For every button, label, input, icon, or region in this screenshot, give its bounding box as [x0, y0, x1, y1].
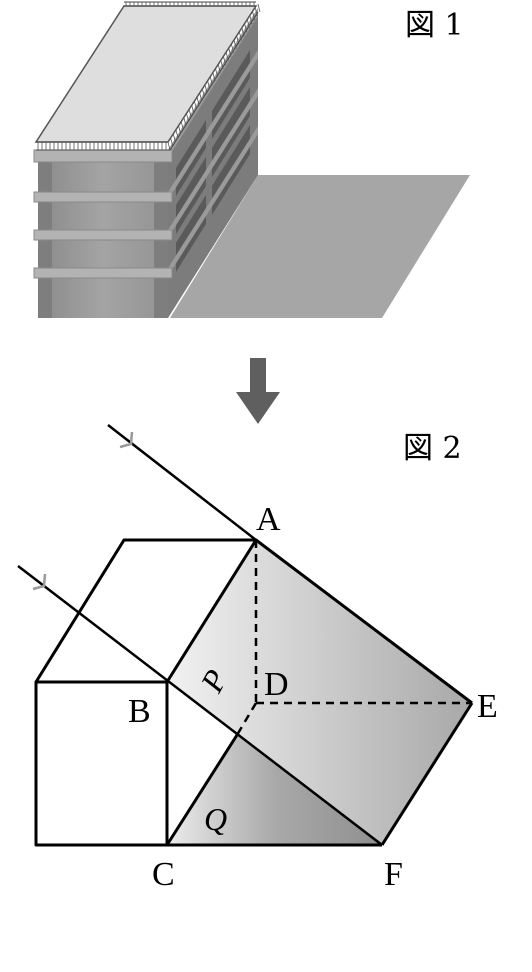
- figure2-label: 図 2: [403, 431, 462, 466]
- region-label-q: Q: [204, 801, 227, 837]
- sun-ray-b: [17, 565, 383, 846]
- region-p: [167, 540, 472, 845]
- point-label-f: F: [384, 856, 403, 893]
- point-label-d: D: [264, 666, 289, 703]
- box-outline: [34, 538, 474, 847]
- geometry-diagram: A B C D E F P Q: [17, 424, 498, 893]
- point-label-e: E: [477, 688, 498, 725]
- point-label-b: B: [128, 693, 151, 730]
- roof-railing-ticks: [37, 2, 261, 151]
- hidden-edges: [235, 540, 472, 736]
- sun-ray-a: [107, 424, 257, 541]
- front-floor-bands: [33, 149, 173, 279]
- building-illustration: [33, 1, 470, 318]
- figure1-label: 図 1: [405, 8, 464, 43]
- point-label-a: A: [256, 501, 281, 538]
- transition-arrow: [236, 358, 280, 424]
- point-label-c: C: [152, 856, 175, 893]
- building-shadow: [170, 175, 470, 318]
